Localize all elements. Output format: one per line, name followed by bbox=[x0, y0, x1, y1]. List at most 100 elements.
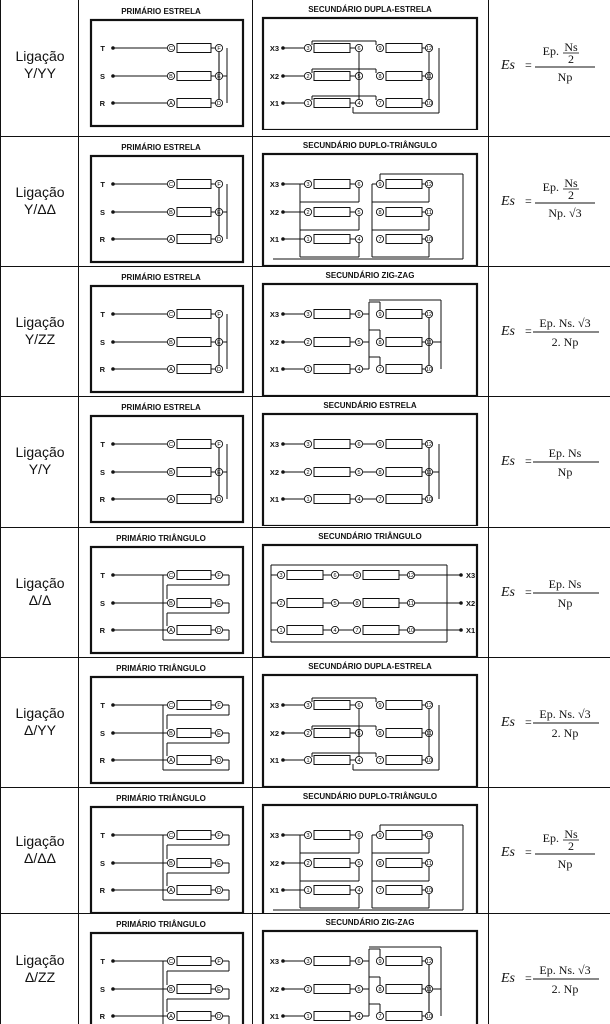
formula-denominator: Np. √3 bbox=[548, 206, 581, 220]
node-label: D bbox=[217, 101, 221, 107]
node-label: C bbox=[169, 959, 173, 965]
formula-numerator: Ep. bbox=[543, 44, 559, 58]
secondary-coil bbox=[313, 755, 351, 765]
formula-lhs: Es bbox=[500, 585, 516, 600]
terminal-node bbox=[354, 179, 364, 189]
terminal-node bbox=[303, 337, 313, 347]
terminal-node bbox=[354, 494, 364, 504]
terminal-node bbox=[303, 309, 313, 319]
terminal-node bbox=[354, 858, 364, 868]
terminal-node bbox=[166, 598, 176, 608]
formula-lhs: Es bbox=[500, 324, 516, 339]
node-label: 8 bbox=[378, 470, 381, 476]
secondary-diagram: SECUNDÁRIO DUPLA-ESTRELAX336912X225811X1… bbox=[261, 5, 479, 130]
connection-name-line1: Ligação bbox=[15, 575, 65, 591]
terminal-node bbox=[214, 309, 224, 319]
terminal-node bbox=[424, 956, 434, 966]
terminal-node bbox=[166, 98, 176, 108]
primary-terminal-label: R bbox=[100, 495, 106, 504]
terminal-node bbox=[214, 494, 224, 504]
secondary-terminal-label: X2 bbox=[270, 338, 279, 347]
node-label: 5 bbox=[357, 470, 360, 476]
primary-coil bbox=[176, 858, 212, 868]
node-label: 2 bbox=[279, 601, 282, 607]
node-label: 7 bbox=[378, 237, 381, 243]
secondary-coil bbox=[313, 207, 351, 217]
node-label: F bbox=[217, 703, 221, 709]
node-label: 5 bbox=[357, 340, 360, 346]
secondary-coil bbox=[313, 234, 351, 244]
secondary-coil bbox=[313, 337, 351, 347]
node-label: F bbox=[217, 312, 221, 318]
terminal-node bbox=[424, 755, 434, 765]
node-label: 2 bbox=[306, 731, 309, 737]
secondary-coil bbox=[313, 956, 351, 966]
terminal-node bbox=[354, 956, 364, 966]
connection-name-line1: Ligação bbox=[15, 705, 65, 721]
primary-terminal-label: T bbox=[100, 831, 105, 840]
formula-denominator: 2. Np bbox=[552, 335, 579, 349]
node-label: 9 bbox=[378, 46, 381, 52]
terminal-node bbox=[424, 1011, 434, 1021]
primary-terminal-label: R bbox=[100, 886, 106, 895]
secondary-title: SECUNDÁRIO DUPLA-ESTRELA bbox=[308, 5, 432, 14]
secondary-coil bbox=[385, 755, 423, 765]
terminal-node bbox=[354, 885, 364, 895]
formula-sub-numerator: Ns bbox=[564, 176, 578, 190]
secondary-coil bbox=[385, 309, 423, 319]
node-label: 12 bbox=[426, 182, 432, 188]
node-label: 6 bbox=[333, 573, 336, 579]
terminal-node bbox=[166, 467, 176, 477]
secondary-diagram: SECUNDÁRIO DUPLA-ESTRELAX336912X225811X1… bbox=[261, 662, 479, 787]
node-label: 1 bbox=[306, 758, 309, 764]
node-label: 10 bbox=[426, 888, 432, 894]
primary-terminal-label: S bbox=[100, 468, 105, 477]
terminal-node bbox=[354, 337, 364, 347]
node-label: 3 bbox=[306, 833, 309, 839]
terminal-node bbox=[424, 309, 434, 319]
primary-coil bbox=[176, 98, 212, 108]
secondary-coil bbox=[313, 43, 351, 53]
terminal-node bbox=[375, 364, 385, 374]
terminal-node bbox=[214, 984, 224, 994]
node-label: 12 bbox=[426, 46, 432, 52]
node-label: B bbox=[169, 601, 173, 607]
secondary-coil bbox=[313, 309, 351, 319]
terminal-node bbox=[354, 364, 364, 374]
node-label: D bbox=[217, 1014, 221, 1020]
terminal-node bbox=[424, 885, 434, 895]
voltage-formula: Es=Ep. Ns. √32. Np bbox=[500, 707, 599, 740]
primary-coil bbox=[176, 234, 212, 244]
primary-title: PRIMÁRIO TRIÂNGULO bbox=[116, 664, 206, 673]
terminal-node bbox=[375, 179, 385, 189]
node-label: 10 bbox=[426, 758, 432, 764]
terminal-node bbox=[375, 728, 385, 738]
terminal-node bbox=[375, 98, 385, 108]
node-label: 6 bbox=[357, 703, 360, 709]
terminal-node bbox=[214, 364, 224, 374]
primary-terminal-label: S bbox=[100, 72, 105, 81]
node-label: C bbox=[169, 46, 173, 52]
secondary-coil bbox=[385, 700, 423, 710]
node-label: A bbox=[169, 888, 173, 894]
secondary-coil bbox=[385, 1011, 423, 1021]
connection-name-line1: Ligação bbox=[15, 951, 65, 968]
node-label: 1 bbox=[306, 101, 309, 107]
primary-terminal-label: R bbox=[100, 626, 106, 635]
formula-sub-denominator: 2 bbox=[568, 188, 574, 202]
node-label: 8 bbox=[355, 601, 358, 607]
terminal-node bbox=[166, 728, 176, 738]
terminal-node bbox=[424, 364, 434, 374]
formula-numerator: Ep. Ns bbox=[549, 577, 582, 591]
formula-numerator: Ep. Ns. √3 bbox=[539, 963, 590, 977]
node-label: 6 bbox=[357, 833, 360, 839]
